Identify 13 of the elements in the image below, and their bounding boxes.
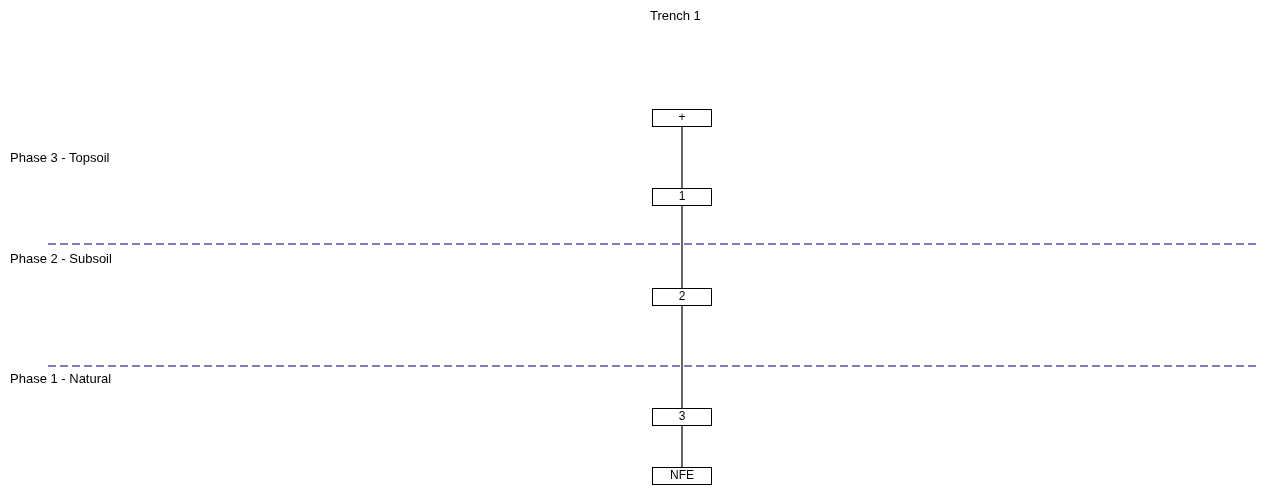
connector-line: [681, 205, 683, 289]
context-box: 3: [652, 408, 712, 426]
context-box: NFE: [652, 467, 712, 485]
context-box: 2: [652, 288, 712, 306]
phase-label: Phase 2 - Subsoil: [10, 251, 112, 266]
context-box: +: [652, 109, 712, 127]
phase-label: Phase 1 - Natural: [10, 371, 112, 386]
phase-label: Phase 3 - Topsoil: [10, 150, 110, 165]
connector-line: [681, 425, 683, 468]
connector-line: [681, 305, 683, 409]
context-box: 1: [652, 188, 712, 206]
connector-line: [681, 126, 683, 189]
title: Trench 1: [650, 8, 701, 23]
